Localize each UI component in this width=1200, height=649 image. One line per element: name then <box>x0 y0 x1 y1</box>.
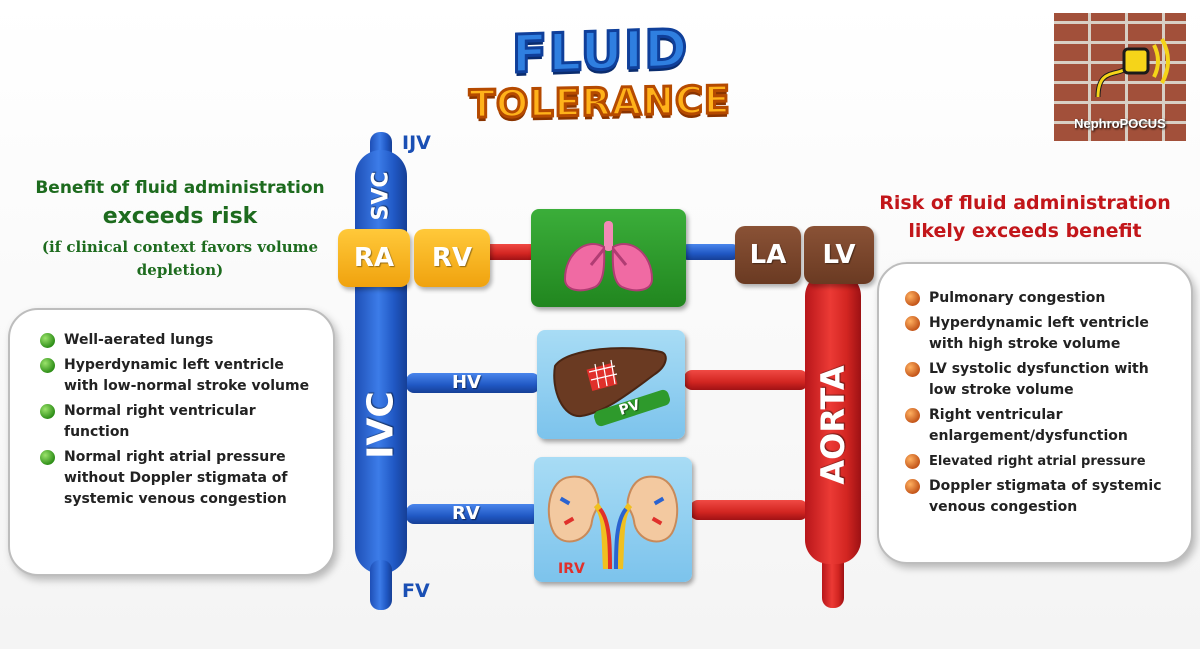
renal-vein-label: RV <box>452 503 480 524</box>
lungs-box <box>531 209 686 307</box>
orange-bullet-icon <box>905 291 920 306</box>
left-atrium: LA <box>735 226 801 284</box>
list-item: Normal right ventricular function <box>40 401 315 443</box>
list-item: Right ventricular enlargement/dysfunctio… <box>905 405 1177 447</box>
benefit-subheading: (if clinical context favors volume deple… <box>41 238 319 279</box>
orange-bullet-icon <box>905 316 920 331</box>
svc-label: SVC <box>368 171 394 221</box>
risk-heading-line1: Risk of fluid administration <box>879 192 1171 214</box>
risk-panel: Pulmonary congestion Hyperdynamic left v… <box>877 262 1193 564</box>
lungs-icon <box>563 221 654 292</box>
list-item: Doppler stigmata of systemic venous cong… <box>905 476 1177 518</box>
green-bullet-icon <box>40 404 55 419</box>
fv-label: FV <box>402 580 430 602</box>
list-item: Well-aerated lungs <box>40 330 315 351</box>
ivc-vessel <box>355 150 407 574</box>
green-bullet-icon <box>40 358 55 373</box>
pulmonary-artery-red <box>482 244 540 260</box>
list-item: Hyperdynamic left ventricle with low-nor… <box>40 355 315 397</box>
kidneys-icon <box>547 475 679 570</box>
list-item: Pulmonary congestion <box>905 288 1177 309</box>
right-ventricle: RV <box>414 229 490 287</box>
kidneys-box: IRV <box>534 457 692 582</box>
green-bullet-icon <box>40 450 55 465</box>
list-item: Normal right atrial pressure without Dop… <box>40 447 315 510</box>
benefit-heading-line2: exceeds risk <box>102 204 258 229</box>
list-item: Elevated right atrial pressure <box>905 451 1177 472</box>
risk-list: Pulmonary congestion Hyperdynamic left v… <box>905 288 1177 518</box>
hv-label: HV <box>452 372 481 393</box>
risk-heading-line2: likely exceeds benefit <box>908 220 1142 242</box>
orange-bullet-icon <box>905 408 920 423</box>
right-atrium: RA <box>338 229 410 287</box>
irv-label: IRV <box>558 561 585 577</box>
logo-text: NephroPOCUS <box>1074 116 1166 131</box>
ijv-label: IJV <box>402 132 431 154</box>
list-item: Hyperdynamic left ventricle with high st… <box>905 313 1177 355</box>
aorta-vessel <box>805 272 861 564</box>
liver-box: PV <box>537 330 685 439</box>
benefit-heading-line1: Benefit of fluid administration <box>35 178 325 198</box>
liver-icon <box>553 347 671 427</box>
renal-vein-connector <box>406 504 540 524</box>
left-ventricle: LV <box>804 226 874 284</box>
green-bullet-icon <box>40 333 55 348</box>
orange-bullet-icon <box>905 454 920 469</box>
benefit-panel: Well-aerated lungs Hyperdynamic left ven… <box>8 308 335 576</box>
hepatic-artery-connector <box>684 370 808 390</box>
hepatic-vein-connector <box>406 373 540 393</box>
benefit-list: Well-aerated lungs Hyperdynamic left ven… <box>40 330 315 510</box>
nephropocus-logo: NephroPOCUS <box>1054 13 1186 141</box>
pulmonary-vein-connector <box>680 244 740 260</box>
orange-bullet-icon <box>905 362 920 377</box>
orange-bullet-icon <box>905 479 920 494</box>
fv-vessel <box>370 560 392 610</box>
renal-artery-connector <box>690 500 808 520</box>
ivc-label: IVC <box>360 391 402 459</box>
ultrasound-probe-icon <box>1095 38 1170 98</box>
aorta-label: AORTA <box>814 365 852 485</box>
list-item: LV systolic dysfunction with low stroke … <box>905 359 1177 401</box>
